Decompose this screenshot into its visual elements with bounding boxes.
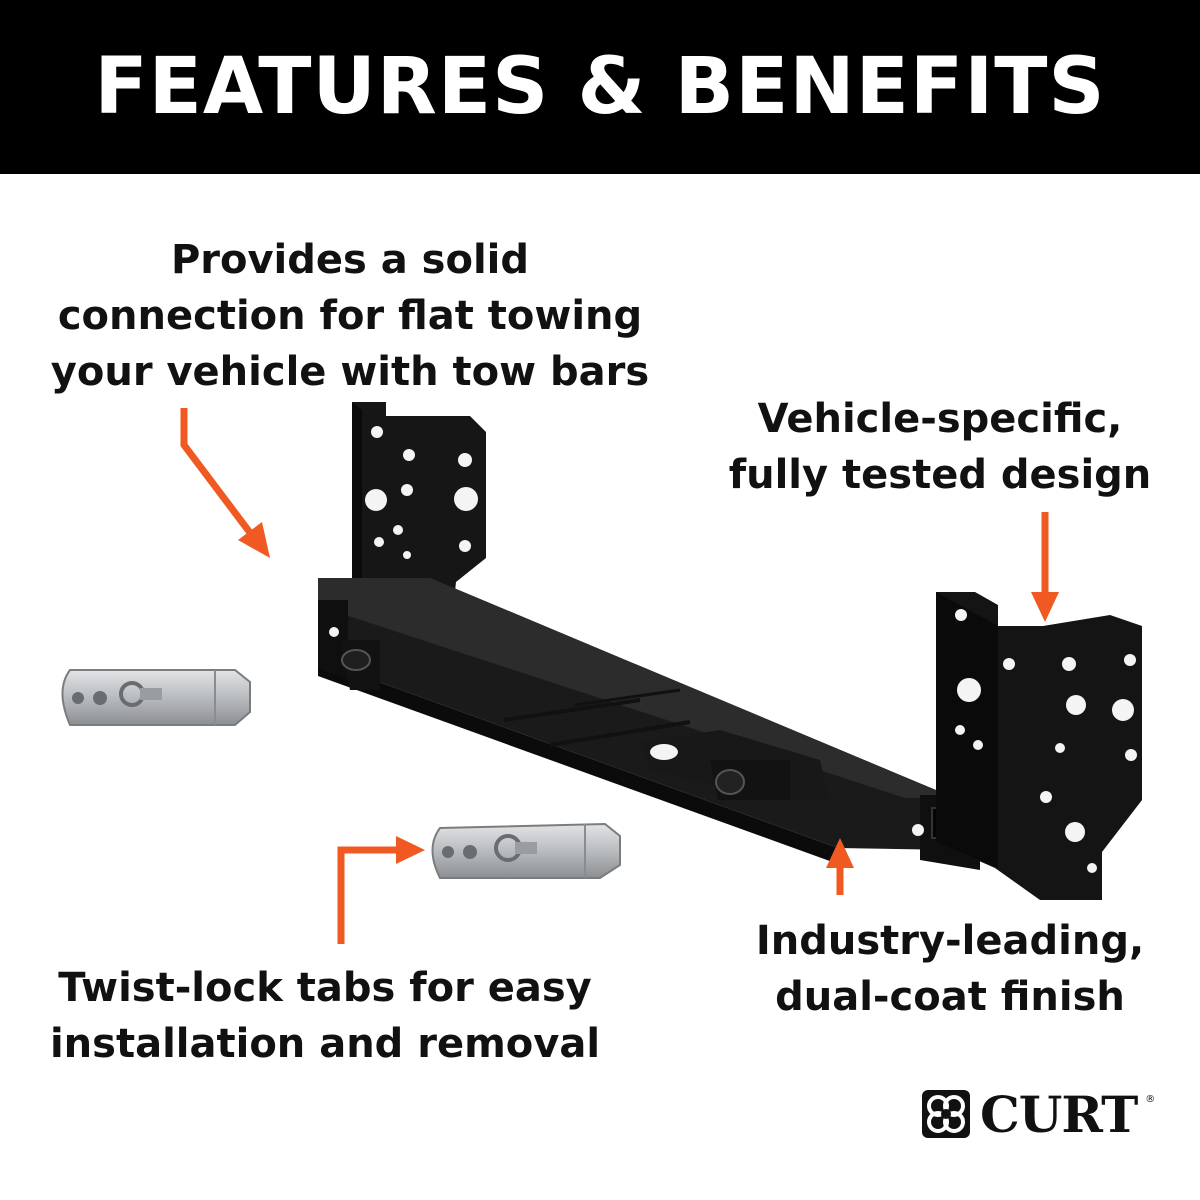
arrow-vehicle (1031, 512, 1059, 622)
arrow-connection (180, 408, 270, 558)
callout-dual-coat-finish: Industry-leading, dual-coat finish (755, 918, 1145, 1020)
arrow-twist (337, 836, 425, 944)
brand-logo: CURT ® (920, 1084, 1156, 1144)
curt-logo-mark-icon (922, 1090, 970, 1138)
callout-twist-lock: Twist-lock tabs for easy installation an… (49, 965, 601, 1067)
arrow-finish (826, 838, 854, 895)
callout-solid-connection: Provides a solid connection for flat tow… (50, 237, 650, 395)
brand-name: CURT (980, 1084, 1138, 1144)
left-mount-plate (352, 402, 486, 620)
header-banner: FEATURES & BENEFITS (0, 0, 1200, 174)
page-title: FEATURES & BENEFITS (94, 42, 1106, 132)
twist-lock-tab-center (431, 822, 621, 879)
twist-lock-tab-left (61, 669, 251, 726)
brand-trademark: ® (1145, 1094, 1156, 1105)
callout-vehicle-specific: Vehicle-specific, fully tested design (728, 396, 1152, 498)
tow-bracket (318, 402, 1142, 900)
